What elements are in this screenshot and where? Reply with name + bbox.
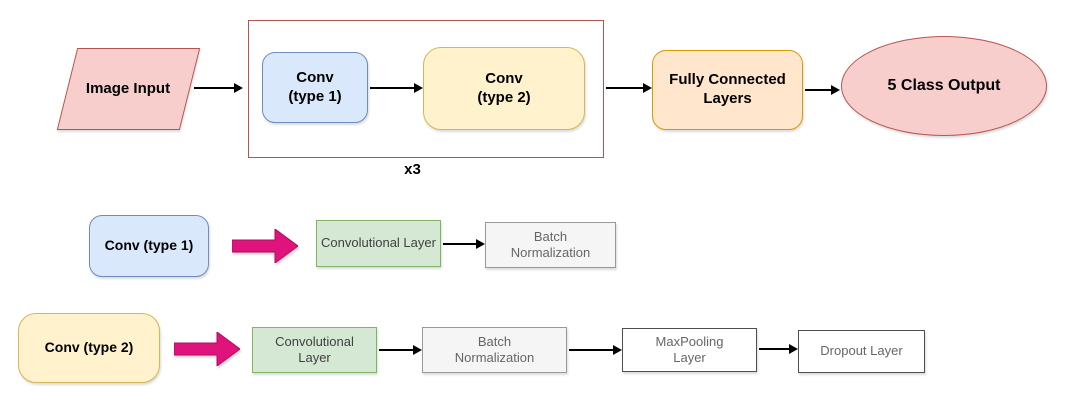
node-fully-connected: Fully Connected Layers xyxy=(652,50,803,130)
node-conv-type1-legend-label: Conv (type 1) xyxy=(104,237,194,254)
node-batch-norm-row1: Batch Normalization xyxy=(485,222,616,268)
arrow-fc-to-output-icon xyxy=(805,85,840,95)
node-batch-norm-row2: Batch Normalization xyxy=(422,327,567,373)
arrow-bn-to-maxpool-icon xyxy=(569,345,622,355)
arrow-input-to-group-icon xyxy=(194,83,243,93)
node-conv-layer-row2: Convolutional Layer xyxy=(252,327,377,373)
node-conv-type2-top: Conv (type 2) xyxy=(423,47,585,130)
node-maxpooling: MaxPooling Layer xyxy=(622,328,757,372)
arrow-group-to-fc-icon xyxy=(606,83,652,93)
node-conv-type2-top-label: Conv (type 2) xyxy=(477,69,531,106)
bold-arrow-conv1-icon xyxy=(232,229,298,263)
node-maxpooling-label: MaxPooling Layer xyxy=(655,333,724,365)
repeat-count-label: x3 xyxy=(404,161,421,178)
node-conv-type1-top-label: Conv (type 1) xyxy=(288,68,342,105)
node-image-input-label: Image Input xyxy=(86,79,171,97)
bold-arrow-conv2-icon xyxy=(174,332,240,366)
arrow-conv1-to-conv2-icon xyxy=(370,83,423,93)
node-image-input: Image Input xyxy=(56,48,201,130)
repeat-group-container xyxy=(248,20,604,158)
node-conv-layer-row2-label: Convolutional Layer xyxy=(275,333,354,365)
node-conv-type2-legend-label: Conv (type 2) xyxy=(44,339,134,356)
node-conv-type2-legend: Conv (type 2) xyxy=(18,313,160,383)
node-fully-connected-label: Fully Connected Layers xyxy=(669,71,786,107)
arrow-conv-to-bn-row1-icon xyxy=(443,239,485,249)
node-dropout: Dropout Layer xyxy=(798,330,925,373)
node-conv-type1-legend: Conv (type 1) xyxy=(89,215,209,277)
node-batch-norm-row2-label: Batch Normalization xyxy=(454,333,535,365)
node-conv-layer-row1-label: Convolutional Layer xyxy=(321,235,436,251)
node-conv-layer-row1: Convolutional Layer xyxy=(316,220,441,267)
arrow-maxpool-to-dropout-icon xyxy=(759,344,798,354)
node-conv-type1-top: Conv (type 1) xyxy=(262,52,368,123)
node-class-output-label: 5 Class Output xyxy=(887,77,1001,94)
node-class-output: 5 Class Output xyxy=(841,36,1047,136)
node-batch-norm-row1-label: Batch Normalization xyxy=(510,228,591,260)
node-dropout-label: Dropout Layer xyxy=(820,343,903,359)
arrow-conv-to-bn-row2-icon xyxy=(379,345,422,355)
